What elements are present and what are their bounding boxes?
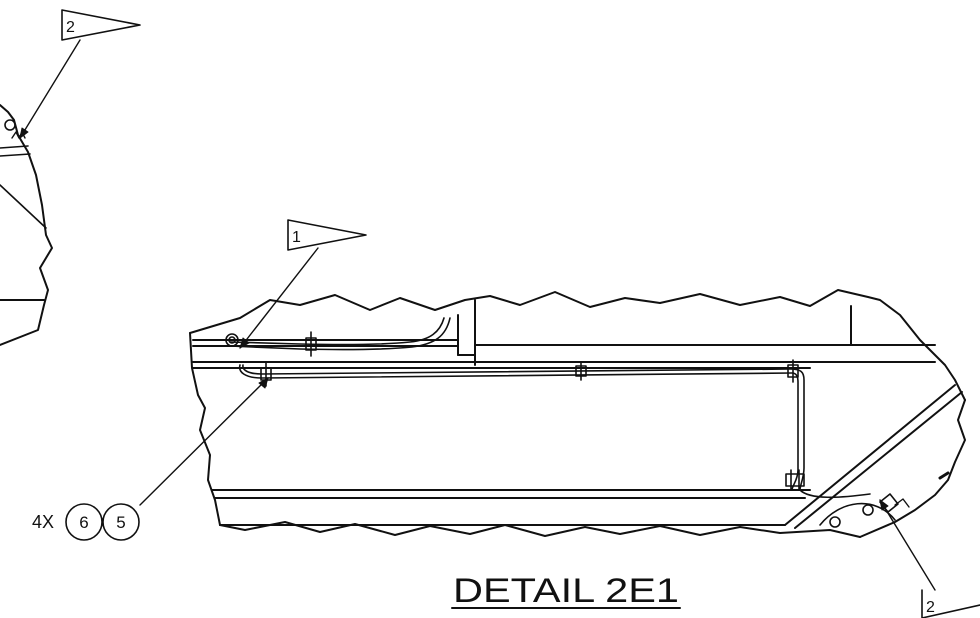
- callout-balloon-label-6: 6: [79, 513, 88, 532]
- callout-quantity: 4X: [32, 512, 54, 532]
- leader-arrow-icon: [879, 499, 889, 511]
- cable-clamp: [787, 359, 799, 383]
- left-part-rib: [0, 153, 31, 157]
- left-part-rib: [0, 145, 29, 149]
- right-fastener-icon: [862, 504, 874, 516]
- main-detail-view: [189, 289, 966, 538]
- left-fastener-icon: [4, 119, 16, 131]
- leader-arrow-icon: [19, 127, 29, 139]
- right-diagonal-brace: [794, 391, 963, 529]
- cable-route: [242, 364, 805, 491]
- left-partial-view: [0, 104, 53, 346]
- right-diagonal-brace: [784, 384, 956, 526]
- right-fastener-icon: [829, 516, 841, 528]
- left-part-outline: [0, 104, 53, 346]
- cable-clamp: [575, 361, 587, 381]
- cable-route: [799, 489, 871, 499]
- leader-line-flag-top-left: [19, 39, 81, 139]
- flag-label-middle: 1: [292, 229, 301, 246]
- cable-clamp: [225, 333, 239, 347]
- flag-label-top-left: 2: [66, 19, 75, 36]
- cable-clamp: [305, 331, 317, 357]
- detail-title: DETAIL 2E1: [453, 572, 679, 610]
- cable-route: [238, 364, 799, 491]
- flag-note-middle: [287, 219, 367, 251]
- right-edge-mark: [938, 471, 950, 480]
- right-fitting: [894, 498, 910, 508]
- bottom-break-line: [219, 521, 861, 538]
- cable-clamp: [785, 469, 805, 491]
- callout-balloon-5: [102, 503, 140, 541]
- right-break-line: [859, 399, 966, 538]
- callout-balloon-label-5: 5: [116, 513, 125, 532]
- flag-note-bottom-right: [921, 589, 980, 618]
- callout-balloon-6: [65, 503, 103, 541]
- leader-line-flag-middle: [239, 247, 319, 349]
- cable-route: [229, 317, 445, 346]
- flag-label-bottom-right: 2: [926, 599, 935, 616]
- left-break-line: [189, 332, 221, 526]
- cable-route: [229, 317, 451, 351]
- top-break-line: [189, 289, 966, 401]
- leader-arrow-icon: [258, 377, 269, 389]
- flag-note-top-left: [61, 9, 141, 41]
- leader-line-callout: [139, 377, 269, 506]
- leader-arrow-icon: [239, 337, 250, 349]
- left-part-diagonal: [0, 184, 47, 229]
- leader-line-flag-bottom-right: [879, 499, 936, 591]
